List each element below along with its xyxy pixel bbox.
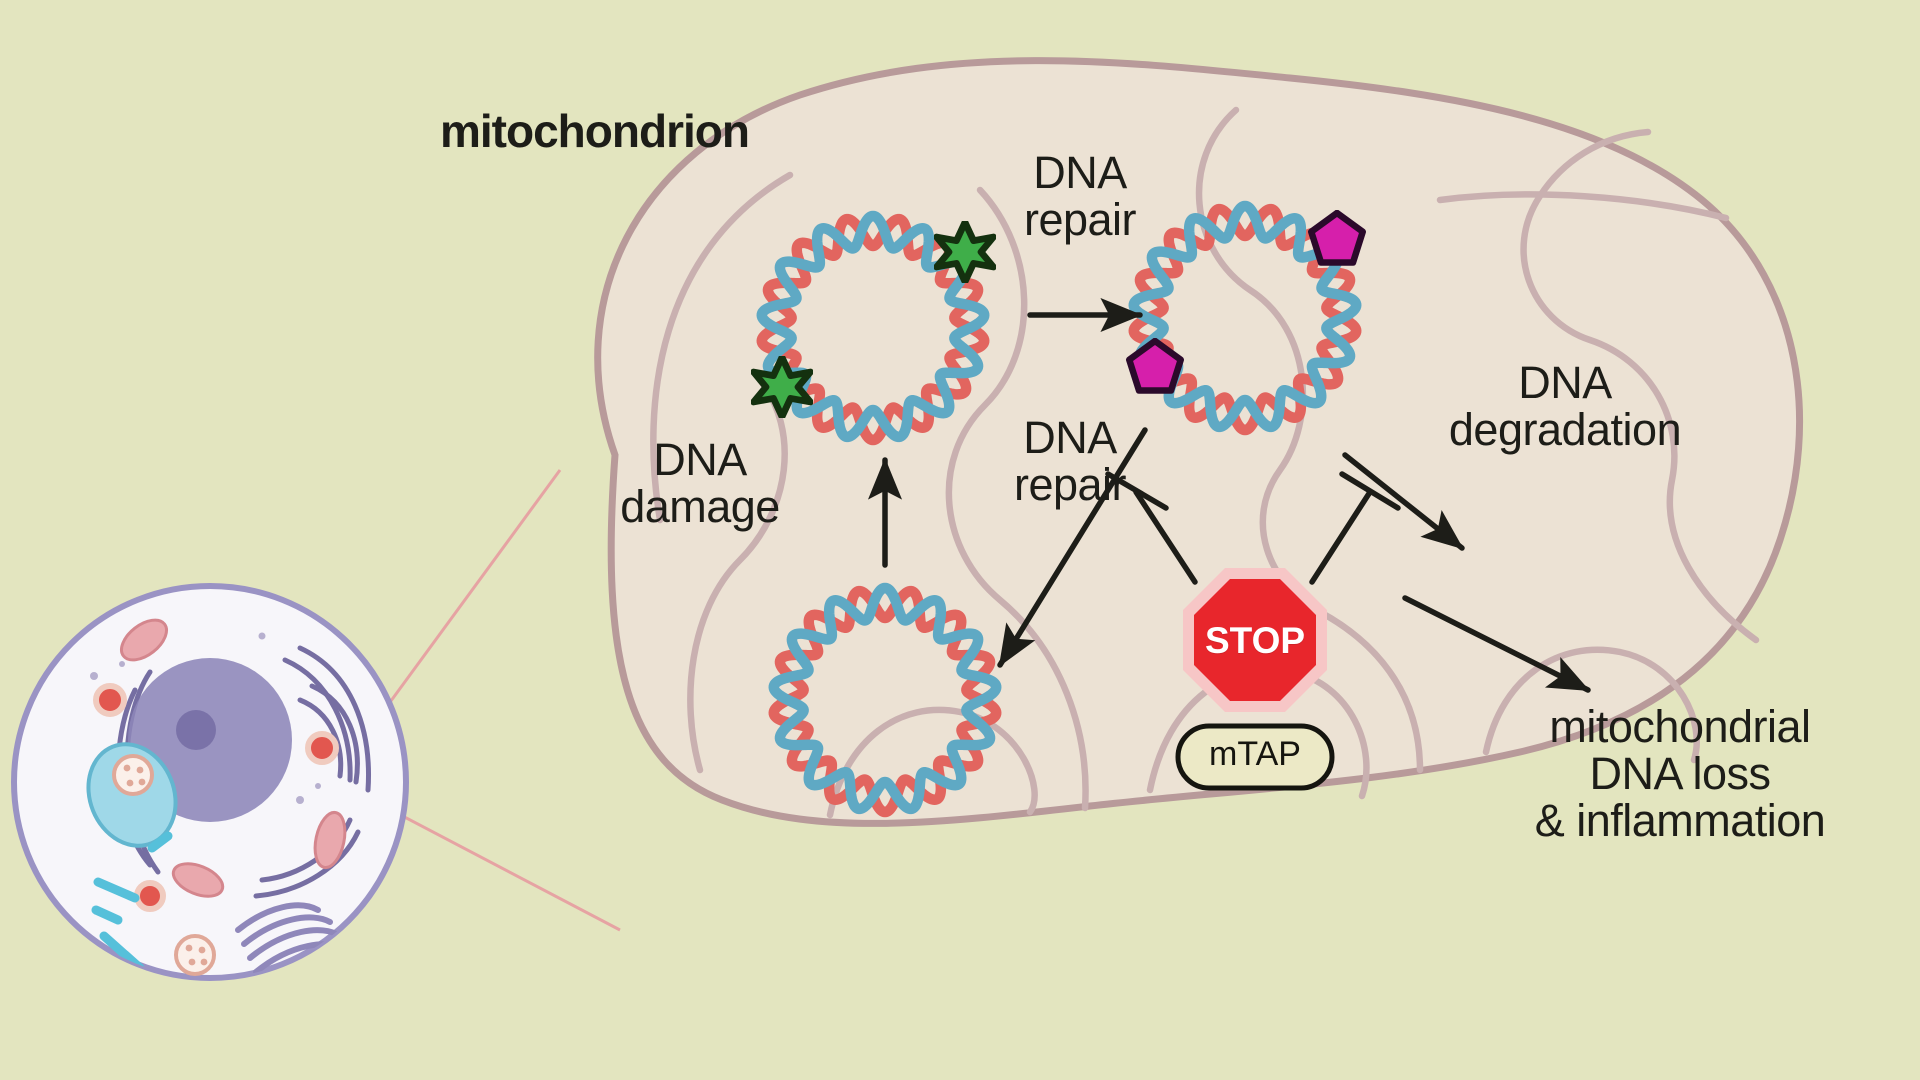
loss-arrow [1402, 595, 1591, 693]
label-dna-damage: DNA damage [620, 434, 780, 532]
label-outcome: mitochondrial DNA loss & inflammation [1534, 701, 1826, 846]
mtap-badge-shape [1175, 723, 1335, 791]
lysosome-granules [123, 764, 208, 966]
inhibit-dna-degradation [1309, 471, 1401, 585]
arrows [867, 297, 1591, 693]
page-title: mitochondrion [440, 105, 750, 157]
cytoplasm-specks [90, 632, 321, 804]
mtap-badge-text: mTAP [1209, 735, 1301, 773]
cell-mitochondria [120, 618, 347, 898]
label-dna-degradation: DNA degradation [1448, 357, 1682, 455]
nucleolus [176, 710, 216, 750]
label-dna-repair-top: DNA repair [1023, 147, 1137, 245]
stop-sign-face [1194, 579, 1316, 701]
dna-ring-damaged [754, 210, 994, 446]
inhibition-connectors [1105, 471, 1401, 585]
degradation-arrow [1342, 452, 1465, 551]
dna-ring-repaired [1129, 200, 1363, 436]
stop-sign[interactable] [1183, 568, 1327, 712]
vesicles [93, 683, 339, 912]
cell-inset[interactable] [11, 583, 409, 981]
mtap-badge[interactable] [1175, 723, 1335, 791]
repair-arrow-mid [997, 427, 1148, 668]
inhibit-dna-repair [1105, 471, 1198, 585]
callout-lines [364, 469, 621, 932]
label-dna-repair-middle: DNA repair [1013, 412, 1127, 510]
dna-ring-intact [768, 582, 1002, 818]
stop-sign-text: STOP [1204, 620, 1306, 661]
